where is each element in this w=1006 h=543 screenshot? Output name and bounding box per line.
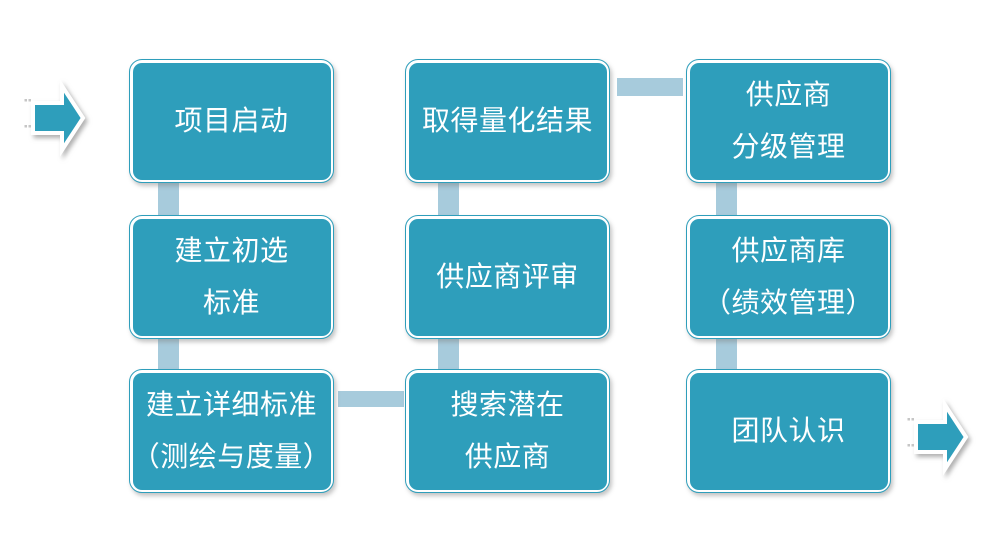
node-label: 分级管理: [731, 131, 846, 162]
node-supplier-pool-body: 供应商库 （绩效管理）: [689, 218, 888, 336]
connector-bottom-col1-col2: [338, 391, 404, 407]
node-label: （测绘与度量）: [131, 441, 332, 472]
node-initial-criteria-body: 建立初选 标准: [132, 218, 331, 336]
node-detailed-criteria: 建立详细标准 （测绘与度量）: [129, 369, 334, 493]
connector-col3-row2-row3: [716, 337, 737, 371]
node-supplier-review: 供应商评审: [405, 215, 610, 339]
node-supplier-review-body: 供应商评审: [408, 218, 607, 336]
connector-top-col2-col3: [617, 78, 683, 96]
flow-start-arrow-icon: [24, 79, 86, 157]
node-quantified-results: 取得量化结果: [405, 59, 610, 183]
node-label: 搜索潜在: [450, 389, 565, 420]
node-supplier-tiering-body: 供应商 分级管理: [689, 62, 888, 180]
node-label: 供应商: [464, 441, 551, 472]
node-supplier-pool: 供应商库 （绩效管理）: [686, 215, 891, 339]
node-label: 供应商: [745, 79, 832, 110]
node-team-recognition-body: 团队认识: [689, 372, 888, 490]
node-label: 项目启动: [174, 105, 289, 136]
node-team-recognition: 团队认识: [686, 369, 891, 493]
node-detailed-criteria-body: 建立详细标准 （测绘与度量）: [131, 372, 332, 490]
node-label: 取得量化结果: [421, 105, 593, 136]
node-label: 建立初选: [174, 235, 289, 266]
node-label: 供应商评审: [436, 261, 579, 292]
connector-col3-row1-row2: [716, 181, 737, 217]
connector-col2-row1-row2: [438, 181, 459, 217]
connector-col1-row1-row2: [158, 181, 179, 217]
node-search-suppliers-body: 搜索潜在 供应商: [408, 372, 607, 490]
node-project-start-body: 项目启动: [132, 62, 331, 180]
node-supplier-tiering: 供应商 分级管理: [686, 59, 891, 183]
node-project-start: 项目启动: [129, 59, 334, 183]
node-search-suppliers: 搜索潜在 供应商: [405, 369, 610, 493]
connector-col1-row2-row3: [158, 337, 179, 371]
node-label: 建立详细标准: [145, 389, 317, 420]
connector-col2-row2-row3: [438, 337, 459, 371]
node-initial-criteria: 建立初选 标准: [129, 215, 334, 339]
node-label: 团队认识: [731, 415, 846, 446]
node-label: （绩效管理）: [702, 287, 874, 318]
node-label: 供应商库: [731, 235, 846, 266]
node-label: 标准: [202, 287, 260, 318]
node-quantified-results-body: 取得量化结果: [408, 62, 607, 180]
flow-end-arrow-icon: [907, 398, 969, 476]
